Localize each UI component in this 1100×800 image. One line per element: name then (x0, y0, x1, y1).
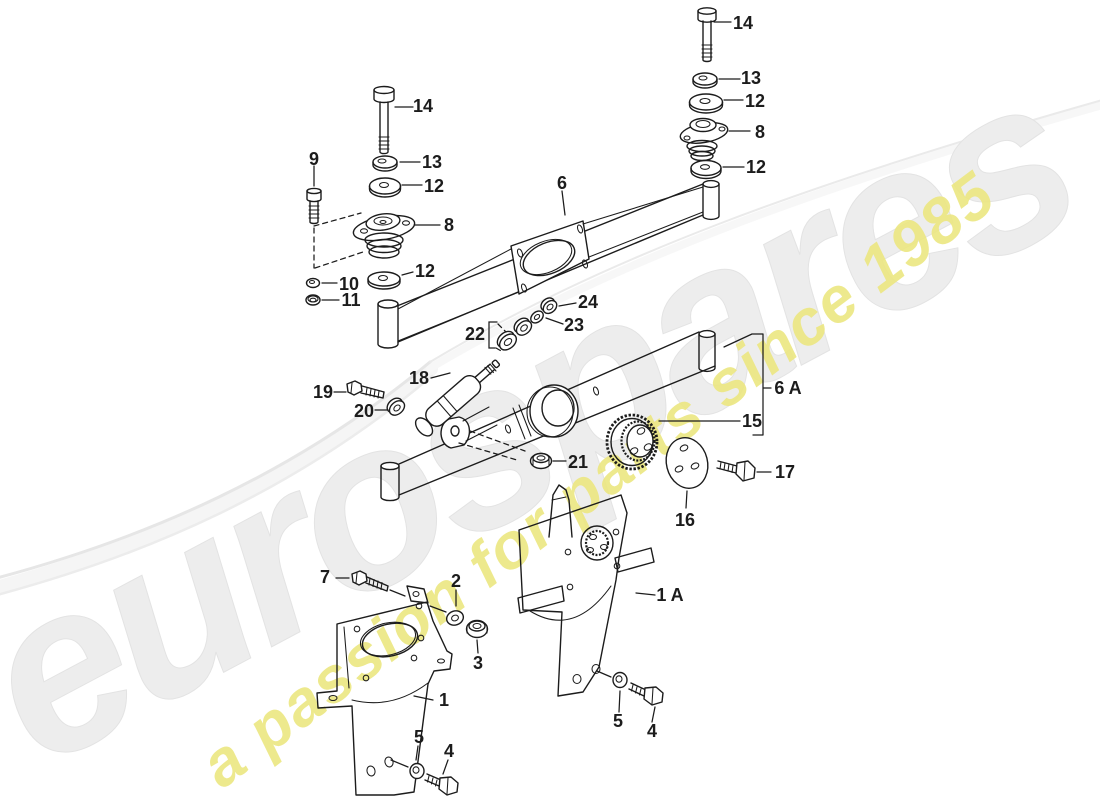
part-callout-2: 2 (451, 571, 461, 591)
bolt-4-right (628, 682, 664, 706)
washer-10 (305, 277, 321, 289)
engine-mount-8-right (679, 117, 729, 162)
washer-20 (386, 397, 406, 416)
part-callout-13: 13 (741, 68, 761, 88)
engine-mount-8-left (352, 213, 416, 259)
bolt-4-left (424, 773, 459, 796)
part-callout-8: 8 (755, 122, 765, 142)
bolt-14-right (697, 7, 717, 63)
part-callout-21: 21 (568, 452, 588, 472)
bolt-9 (306, 187, 322, 225)
part-callout-20: 20 (354, 401, 374, 421)
shock-absorber-18 (414, 359, 501, 437)
crossmember-upper-plate (510, 220, 590, 295)
part-callout-4: 4 (444, 741, 454, 761)
part-callout-19: 19 (313, 382, 333, 402)
swoosh-line (429, 99, 1100, 363)
part-callout-22: 22 (465, 324, 485, 344)
bolt-17 (716, 460, 756, 482)
washer-13-left (372, 155, 398, 172)
mount-assembly-left (305, 85, 416, 306)
part-callout-13: 13 (422, 152, 442, 172)
part-callout-10: 10 (339, 274, 359, 294)
part-callout-1: 1 (439, 690, 449, 710)
washer-2 (445, 610, 465, 626)
swoosh-band (0, 362, 438, 595)
leader-lines (313, 21, 772, 775)
part-callout-12: 12 (424, 176, 444, 196)
support-bracket-1 (316, 585, 453, 796)
part-callout-9: 9 (309, 149, 319, 169)
part-callout-3: 3 (473, 653, 483, 673)
washer-12-right-lower (690, 159, 722, 180)
part-callout-12: 12 (746, 157, 766, 177)
nut-21 (529, 452, 553, 470)
part-callout-12: 12 (745, 91, 765, 111)
part-callout-24: 24 (578, 292, 598, 312)
part-callout-4: 4 (647, 721, 657, 741)
part-callout-23: 23 (564, 315, 584, 335)
nut-11 (305, 294, 321, 306)
bushing-15 (605, 413, 659, 471)
part-callout-1A: 1 A (656, 585, 683, 605)
bolt-14-left (373, 85, 395, 155)
washer-12-left-lower (367, 271, 401, 290)
part-callout-17: 17 (775, 462, 795, 482)
assembly-dashed-leaders (313, 212, 367, 269)
crossmember-lower (380, 329, 716, 502)
part-callout-7: 7 (320, 567, 330, 587)
part-callout-8: 8 (444, 215, 454, 235)
bracket-1a-top-tab (548, 484, 573, 538)
part-callout-18: 18 (409, 368, 429, 388)
mount-assembly-right (679, 7, 729, 180)
nut-24 (540, 297, 558, 315)
nut-3 (465, 619, 489, 639)
bolt-7 (351, 570, 389, 592)
part-callout-14: 14 (733, 13, 753, 33)
part-callout-12: 12 (415, 261, 435, 281)
swoosh-edge-top (0, 360, 432, 579)
crossmember-upper (377, 179, 720, 349)
cover-plate-16 (665, 437, 709, 489)
part-callout-6: 6 (557, 173, 567, 193)
part-callout-15: 15 (742, 411, 762, 431)
washer-12-right-upper (688, 93, 724, 114)
washer-12-left-upper (368, 177, 402, 198)
part-callout-16: 16 (675, 510, 695, 530)
washer-23 (530, 310, 544, 324)
bushing-seat-ring (529, 384, 579, 438)
shock-pivot-clevis (440, 416, 471, 449)
part-callout-11: 11 (341, 290, 360, 310)
swoosh-edge-bottom (0, 374, 434, 596)
washer-5-right (612, 671, 628, 689)
part-callout-14: 14 (413, 96, 433, 116)
part-callout-6A: 6 A (774, 378, 801, 398)
washer-13-right (692, 72, 718, 89)
washer-5-left (409, 762, 425, 780)
swoosh-band-tail (426, 101, 1100, 372)
bushings-22 (496, 317, 533, 351)
part-callout-5: 5 (414, 727, 424, 747)
support-bracket-1a (517, 484, 655, 697)
part-callout-5: 5 (613, 711, 623, 731)
bolt-19 (346, 380, 385, 399)
